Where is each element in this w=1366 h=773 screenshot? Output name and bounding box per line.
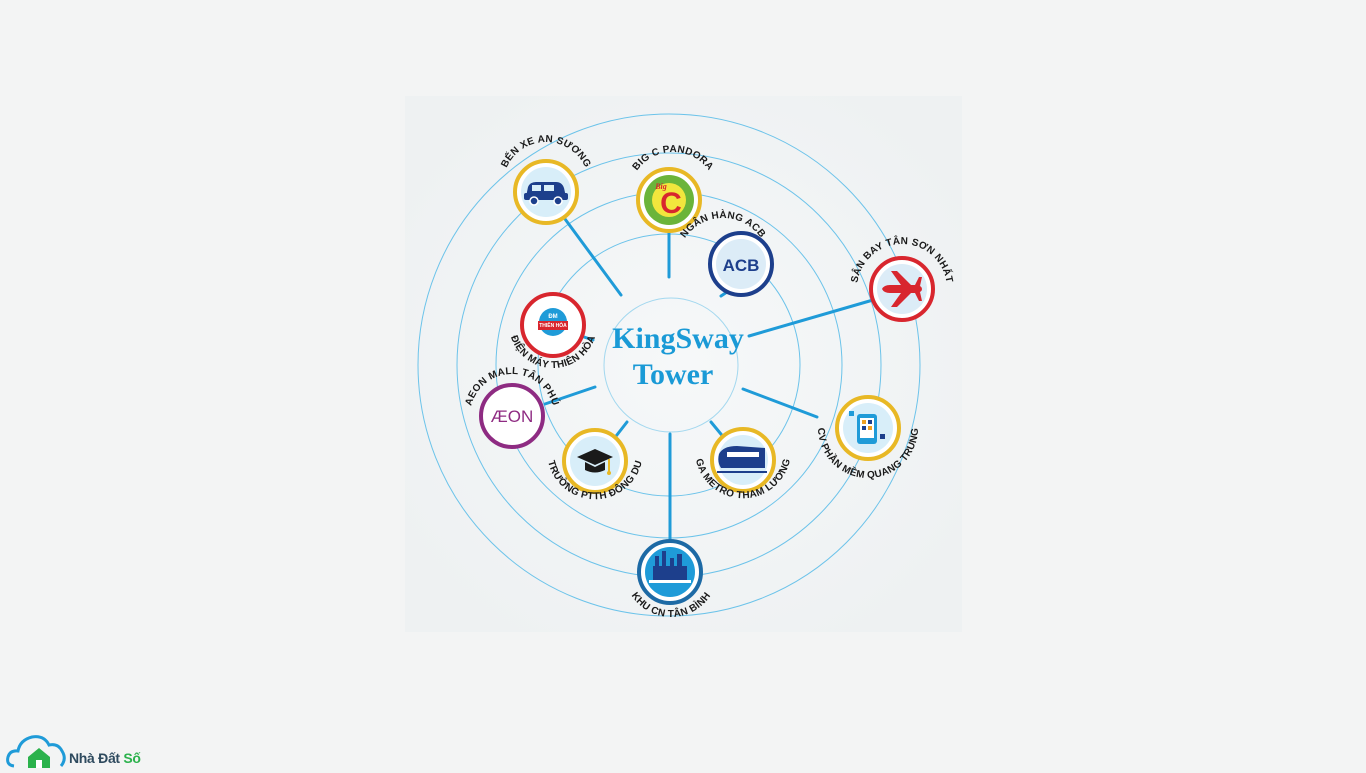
smartphone-icon: [849, 411, 885, 444]
svg-text:ĐM: ĐM: [548, 314, 557, 320]
center-title-line2: Tower: [633, 358, 714, 391]
car-icon: [524, 182, 568, 206]
svg-text:C: C: [660, 187, 682, 220]
acb-logo-icon: ACB: [723, 256, 760, 275]
metro-train-icon: [717, 446, 767, 473]
cloud-house-icon: [6, 735, 66, 768]
aeon-logo-icon: ÆON: [491, 407, 534, 426]
kingsway-location-diagram: KingSway Tower BẾN XE AN SƯƠNG: [405, 96, 962, 632]
thien-hoa-logo-icon: THIÊN HÒA ĐM: [538, 308, 568, 336]
svg-text:THIÊN HÒA: THIÊN HÒA: [539, 321, 567, 329]
center-title-line1: KingSway: [612, 322, 744, 355]
watermark-text: Nhà Đất Số: [69, 750, 141, 766]
factory-icon: [649, 551, 691, 583]
nha-dat-so-watermark: Nhà Đất Số: [6, 732, 166, 768]
svg-text:Big: Big: [654, 182, 667, 191]
airplane-icon: [882, 271, 922, 307]
graduation-cap-icon: [577, 449, 613, 475]
big-c-logo-icon: C Big: [652, 182, 686, 220]
